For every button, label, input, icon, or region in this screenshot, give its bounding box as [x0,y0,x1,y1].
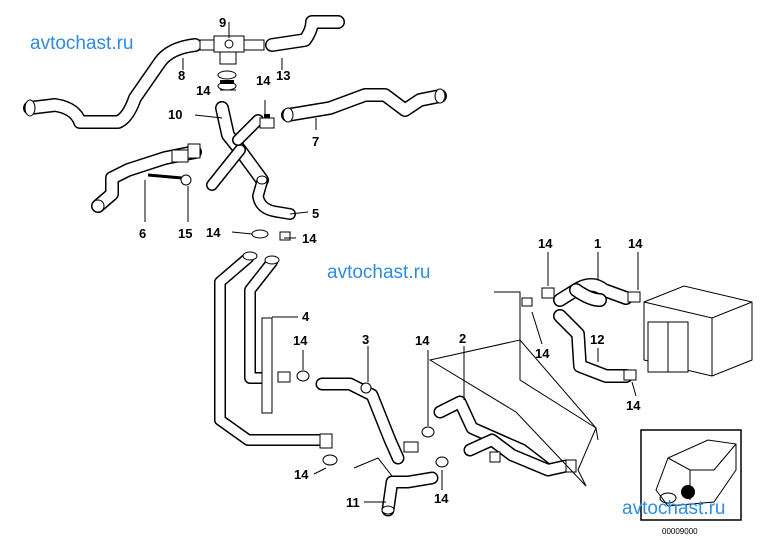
callout-14-f: 14 [415,333,430,348]
watermark-bottom-right: avtochast.ru [622,498,726,519]
callout-1: 1 [594,236,601,251]
callout-9: 9 [219,15,226,30]
hose-11 [353,457,439,517]
hose-8 [23,38,202,129]
callout-14-c: 14 [206,225,221,240]
hose-clamps-lower [296,370,449,468]
callout-14-k: 14 [535,346,550,361]
hose-5 [252,175,296,220]
hose-clamp-top [217,70,237,91]
callout-5: 5 [312,206,319,221]
hose-13 [265,15,345,52]
hose-10 [206,101,269,191]
hose-3 [315,377,419,465]
callout-14-a: 14 [196,83,211,98]
heater-core [643,285,753,377]
callout-14-e: 14 [293,333,308,348]
callout-14-j: 14 [628,236,643,251]
hose-clamps-right [521,287,641,381]
callout-14-i: 14 [538,236,553,251]
watermark-top-left: avtochast.ru [30,33,134,54]
hose-4 [214,251,333,449]
callout-13: 13 [276,68,290,83]
callout-14-h: 14 [434,491,449,506]
heater-region-frame [428,291,599,487]
t-connector-9 [199,22,265,65]
hose-2 [433,395,577,477]
hose-1 [553,278,633,307]
hose-7 [281,88,447,123]
callout-14-g: 14 [294,467,309,482]
callout-11: 11 [346,495,360,510]
callout-12: 12 [590,332,604,347]
watermark-middle: avtochast.ru [327,262,431,283]
callout-2: 2 [459,331,466,346]
callout-15: 15 [178,226,192,241]
hose-6 [91,143,202,213]
callout-4: 4 [302,309,310,324]
callout-6: 6 [139,226,146,241]
hose-clamp-15 [147,173,192,186]
callout-3: 3 [362,332,369,347]
hose-clamp-7 [259,114,275,129]
callout-10: 10 [168,107,182,122]
hose-12 [553,309,633,383]
callout-8: 8 [178,68,185,83]
callout-numbers: 9 8 13 14 14 10 7 6 15 5 14 14 4 14 3 14… [139,15,643,510]
callout-14-b: 14 [256,73,271,88]
car-thumbnail [640,429,742,521]
document-number: 00009000 [662,527,698,536]
callout-7: 7 [312,134,319,149]
callout-14-l: 14 [626,398,641,413]
leader-lines [144,58,639,503]
callout-14-d: 14 [302,231,317,246]
